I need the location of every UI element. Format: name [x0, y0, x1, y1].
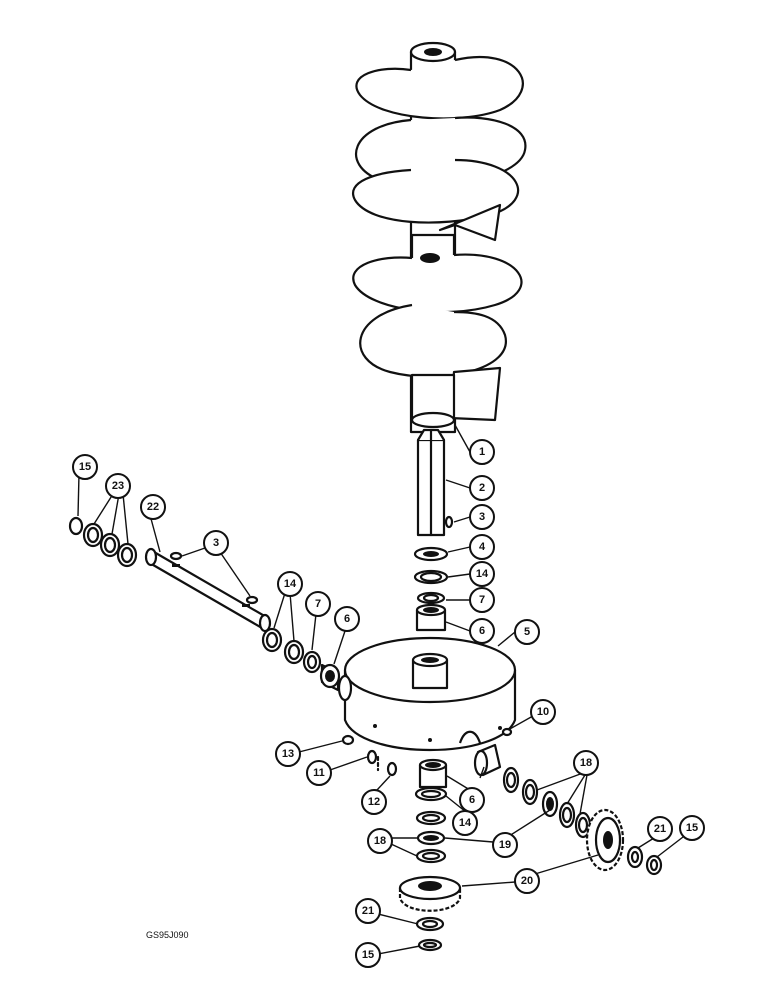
- callout-11: 11: [306, 760, 332, 786]
- svg-text:11: 11: [313, 767, 325, 779]
- callout-6-lower: 6: [459, 787, 485, 813]
- callout-15-bottom: 15: [355, 942, 381, 968]
- svg-text:6: 6: [469, 794, 475, 806]
- small-fasteners: [341, 727, 513, 777]
- auger-assembly: [352, 41, 527, 434]
- left-washers: [68, 516, 138, 568]
- callout-15-right: 15: [679, 815, 705, 841]
- callout-18-left: 18: [367, 828, 393, 854]
- callout-23: 23: [105, 473, 131, 499]
- callout-21-right: 21: [647, 816, 673, 842]
- callout-3-left: 3: [203, 530, 229, 556]
- bevel-gear-right: [585, 808, 663, 876]
- callout-20: 20: [514, 868, 540, 894]
- svg-text:4: 4: [479, 541, 486, 553]
- svg-text:14: 14: [459, 817, 472, 829]
- callout-2: 2: [469, 475, 495, 501]
- svg-text:6: 6: [344, 613, 350, 625]
- right-shaft-washers: [261, 627, 341, 692]
- svg-text:18: 18: [374, 835, 386, 847]
- drawing-code: GS95J090: [146, 930, 189, 940]
- callout-12: 12: [361, 789, 387, 815]
- svg-text:6: 6: [479, 625, 485, 637]
- svg-text:20: 20: [521, 875, 533, 887]
- callout-4: 4: [469, 534, 495, 560]
- pin: [444, 515, 454, 529]
- washer-stack: [413, 546, 449, 632]
- svg-text:15: 15: [362, 949, 374, 961]
- svg-text:23: 23: [112, 480, 124, 492]
- drive-shaft: [416, 428, 446, 537]
- callout-1: 1: [469, 439, 495, 465]
- svg-text:15: 15: [686, 822, 698, 834]
- right-gear-washers: [502, 766, 592, 839]
- gearbox-housing: [337, 636, 517, 752]
- callout-6-left: 6: [334, 606, 360, 632]
- svg-text:19: 19: [499, 839, 511, 851]
- callout-18-right: 18: [573, 750, 599, 776]
- bevel-gear-bottom: [398, 875, 462, 952]
- callout-13: 13: [275, 741, 301, 767]
- svg-text:1: 1: [479, 446, 485, 458]
- svg-text:2: 2: [479, 482, 485, 494]
- callout-5: 5: [514, 619, 540, 645]
- svg-text:22: 22: [147, 501, 159, 513]
- callout-21-bottom: 21: [355, 898, 381, 924]
- callout-14-lower: 14: [452, 810, 478, 836]
- svg-text:3: 3: [213, 537, 219, 549]
- svg-text:7: 7: [479, 594, 485, 606]
- callout-14: 14: [469, 561, 495, 587]
- svg-text:14: 14: [476, 568, 489, 580]
- callout-3: 3: [469, 504, 495, 530]
- svg-text:18: 18: [580, 757, 592, 769]
- svg-text:21: 21: [362, 905, 374, 917]
- callout-14-left: 14: [277, 571, 303, 597]
- callout-7: 7: [469, 587, 495, 613]
- svg-text:3: 3: [479, 511, 485, 523]
- horizontal-shaft: [144, 547, 272, 633]
- lower-bearings: [414, 743, 502, 864]
- svg-text:14: 14: [284, 578, 297, 590]
- pins-left: [169, 551, 259, 605]
- callout-6: 6: [469, 618, 495, 644]
- svg-text:7: 7: [315, 598, 321, 610]
- svg-text:21: 21: [654, 823, 666, 835]
- svg-text:10: 10: [537, 706, 549, 718]
- callout-22: 22: [140, 494, 166, 520]
- callout-19: 19: [492, 832, 518, 858]
- callout-10: 10: [530, 699, 556, 725]
- svg-text:15: 15: [79, 461, 91, 473]
- callout-15-left: 15: [72, 454, 98, 480]
- svg-text:5: 5: [524, 626, 530, 638]
- svg-text:13: 13: [282, 748, 294, 760]
- svg-text:12: 12: [368, 796, 380, 808]
- callout-7-left: 7: [305, 591, 331, 617]
